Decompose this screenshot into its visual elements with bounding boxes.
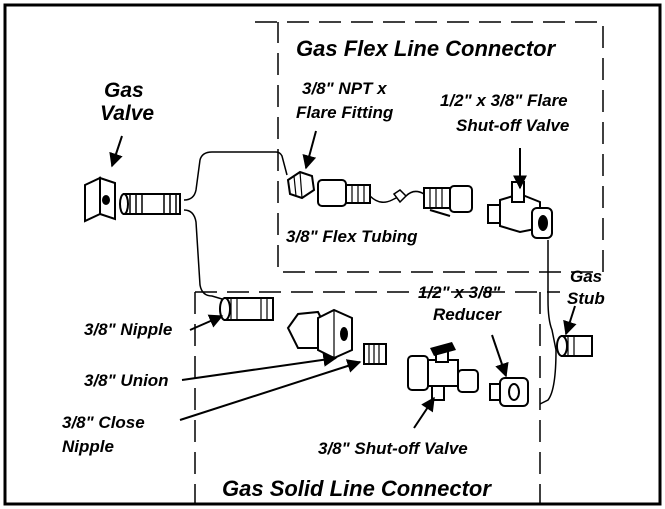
reducer-arrow — [491, 334, 509, 378]
gas-valve-label-1: Gas — [104, 79, 144, 102]
flex-tubing-leader — [429, 209, 451, 217]
flex-path-line — [183, 151, 288, 201]
nipple-label: 3/8" Nipple — [84, 320, 173, 339]
flex-tubing-fitting-part — [423, 185, 473, 213]
gas-stub-arrow — [563, 305, 577, 336]
nipple-part — [219, 297, 274, 321]
shutoff-valve-label: 3/8" Shut-off Valve — [318, 439, 468, 458]
flex-tubing-joint — [392, 189, 408, 204]
reducer-part — [489, 377, 529, 407]
flex-tubing-line-a — [369, 195, 401, 203]
nipple-arrow — [189, 314, 224, 331]
union-arrow — [181, 352, 338, 381]
npt-fitting-label-1: 3/8" NPT x — [302, 79, 387, 98]
gas-stub-part — [556, 335, 593, 357]
flex-connector-box — [255, 21, 604, 273]
npt-fitting-arrow — [302, 130, 317, 170]
union-part — [286, 308, 353, 360]
gas-stub-label-1: Gas — [570, 267, 603, 286]
gas-stub-label-2: Stub — [567, 289, 605, 308]
close-nipple-arrow — [179, 359, 362, 421]
flex-connector-title: Gas Flex Line Connector — [296, 36, 556, 61]
stub-line-lower — [539, 349, 557, 405]
npt-fitting-label-2: Flare Fitting — [296, 103, 394, 122]
shutoff-valve-arrow — [413, 396, 435, 429]
gas-valve-arrow — [109, 135, 123, 168]
stub-line-upper — [547, 240, 557, 351]
npt-flare-fitting-part — [317, 179, 371, 207]
close-nipple-part — [363, 343, 387, 365]
reducer-label-1: 1/2" x 3/8" — [418, 283, 501, 302]
outer-frame — [3, 3, 662, 506]
flex-tubing-line-b — [405, 190, 425, 197]
flare-shutoff-valve-part — [487, 181, 553, 239]
close-nipple-label-2: Nipple — [62, 437, 114, 456]
shutoff-valve-part — [407, 342, 479, 401]
flare-valve-label-2: Shut-off Valve — [456, 116, 570, 135]
gas-valve-part — [84, 176, 116, 223]
close-nipple-label-1: 3/8" Close — [62, 413, 145, 432]
union-label: 3/8" Union — [84, 371, 169, 390]
solid-path-line — [183, 209, 223, 300]
flare-valve-label-1: 1/2" x 3/8" Flare — [440, 91, 568, 110]
reducer-label-2: Reducer — [433, 305, 502, 324]
gas-valve-nipple — [119, 193, 181, 215]
solid-connector-title: Gas Solid Line Connector — [222, 476, 491, 501]
gas-valve-label-2: Valve — [100, 102, 155, 125]
flare-nut-part — [286, 170, 316, 200]
flex-tubing-label: 3/8" Flex Tubing — [286, 227, 418, 246]
